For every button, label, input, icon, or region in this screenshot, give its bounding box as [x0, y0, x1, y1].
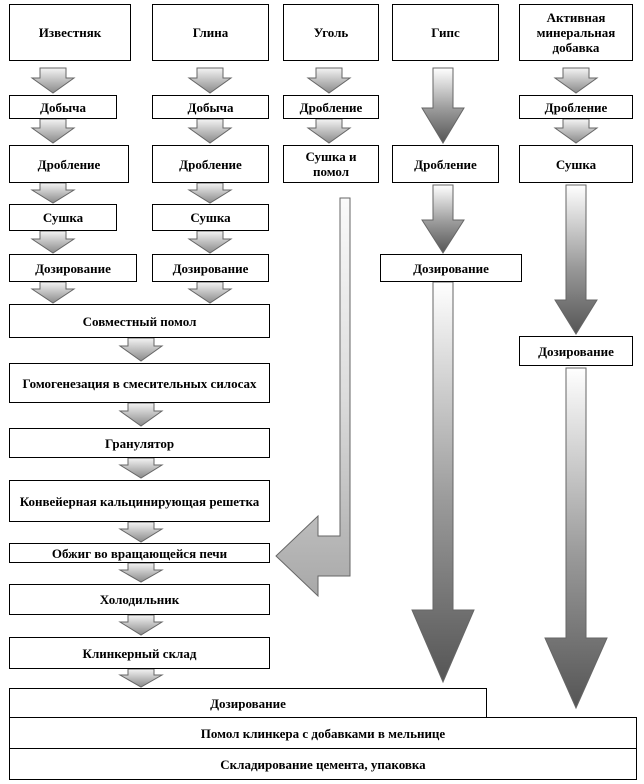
- source-additive-label: Активная минеральная добавка: [536, 10, 616, 55]
- limestone-step-crushing: Дробление: [9, 145, 129, 183]
- arrow-gypsum-2: [421, 184, 465, 254]
- additive-step-dosing: Дозирование: [519, 336, 633, 366]
- step-label: Дозирование: [538, 343, 614, 359]
- clay-step-dosing: Дозирование: [152, 254, 269, 282]
- arrow-clay-4: [187, 230, 233, 254]
- step-label: Помол клинкера с добавками в мельнице: [200, 725, 446, 741]
- step-label: Конвейерная кальцинирующая решетка: [19, 493, 260, 509]
- arrow-coal-1: [306, 67, 352, 94]
- step-label: Холодильник: [99, 592, 180, 607]
- arrow-limestone-4: [30, 230, 76, 254]
- step-label: Дробление: [299, 99, 363, 115]
- step-label: Сушка: [555, 156, 597, 172]
- step-label: Дробление: [37, 156, 101, 172]
- arrow-main-7: [118, 668, 164, 688]
- arrow-additive-1: [553, 67, 599, 94]
- step-label: Сушка: [190, 210, 231, 225]
- clay-step-drying: Сушка: [152, 204, 269, 231]
- source-gypsum: Гипс: [392, 4, 499, 61]
- gypsum-step-dosing: Дозирование: [380, 254, 522, 282]
- arrow-main-1: [118, 337, 164, 362]
- arrow-main-2: [118, 402, 164, 427]
- step-label: Дозирование: [172, 260, 249, 276]
- arrow-main-5: [118, 562, 164, 583]
- step-label: Совместный помол: [82, 313, 197, 329]
- step-label: Дробление: [544, 99, 608, 115]
- step-label: Складирование цемента, упаковка: [220, 756, 426, 772]
- step-label: Сушка и помол: [305, 149, 357, 179]
- arrow-gypsum-1: [421, 67, 465, 144]
- arrow-limestone-2: [30, 118, 76, 144]
- arrow-clay-1: [187, 67, 233, 94]
- arrow-gypsum-long: [411, 281, 475, 684]
- source-coal-label: Уголь: [313, 25, 349, 40]
- arrow-clay-2: [187, 118, 233, 144]
- arrow-main-6: [118, 614, 164, 636]
- additive-step-drying: Сушка: [519, 145, 633, 183]
- main-step-rotary-kiln: Обжиг во вращающейся печи: [9, 543, 270, 563]
- step-label: Добыча: [187, 99, 234, 115]
- step-label: Гомогенезация в смесительных силосах: [22, 375, 257, 391]
- final-step-dosing: Дозирование: [9, 688, 487, 718]
- step-label: Дробление: [179, 156, 242, 172]
- clay-step-crushing: Дробление: [152, 145, 269, 183]
- arrow-coal-to-kiln: [275, 197, 351, 598]
- source-limestone-label: Известняк: [38, 25, 102, 40]
- limestone-step-dosing: Дозирование: [9, 254, 137, 282]
- arrow-additive-3: [554, 184, 598, 335]
- main-step-clinker-storage: Клинкерный склад: [9, 637, 270, 669]
- limestone-step-mining: Добыча: [9, 95, 117, 119]
- step-label: Добыча: [40, 99, 86, 115]
- additive-step-crushing: Дробление: [519, 95, 633, 119]
- step-label: Дозирование: [35, 260, 111, 276]
- arrow-limestone-5: [30, 281, 76, 304]
- step-label: Дозирование: [210, 695, 286, 711]
- step-label: Обжиг во вращающейся печи: [51, 545, 228, 561]
- final-step-clinker-grinding: Помол клинкера с добавками в мельнице: [9, 717, 637, 749]
- step-label: Дробление: [414, 156, 477, 172]
- source-clay-label: Глина: [192, 25, 229, 40]
- arrow-additive-2: [553, 118, 599, 144]
- coal-step-crushing: Дробление: [283, 95, 379, 119]
- arrow-clay-5: [187, 281, 233, 304]
- source-clay: Глина: [152, 4, 269, 61]
- arrow-limestone-1: [30, 67, 76, 94]
- arrow-additive-long: [544, 367, 608, 710]
- source-gypsum-label: Гипс: [431, 25, 460, 40]
- main-step-joint-grinding: Совместный помол: [9, 304, 270, 338]
- step-label: Клинкерный склад: [82, 645, 197, 661]
- main-step-granulator: Гранулятор: [9, 428, 270, 458]
- arrow-main-3: [118, 457, 164, 479]
- source-coal: Уголь: [283, 4, 379, 61]
- coal-step-drying-grinding: Сушка и помол: [283, 145, 379, 183]
- clay-step-mining: Добыча: [152, 95, 269, 119]
- limestone-step-drying: Сушка: [9, 204, 117, 231]
- arrow-limestone-3: [30, 182, 76, 204]
- gypsum-step-crushing: Дробление: [392, 145, 499, 183]
- arrow-coal-2: [306, 118, 352, 144]
- final-step-storage-packing: Складирование цемента, упаковка: [9, 748, 637, 780]
- step-label: Дозирование: [413, 260, 489, 276]
- source-additive: Активная минеральная добавка: [519, 4, 633, 61]
- main-step-homogenization: Гомогенезация в смесительных силосах: [9, 363, 270, 403]
- step-label: Сушка: [42, 210, 84, 225]
- arrow-clay-3: [187, 182, 233, 204]
- step-label: Гранулятор: [104, 435, 175, 451]
- main-step-cooler: Холодильник: [9, 584, 270, 615]
- arrow-main-4: [118, 521, 164, 543]
- source-limestone: Известняк: [9, 4, 131, 61]
- main-step-calcining-grate: Конвейерная кальцинирующая решетка: [9, 480, 270, 522]
